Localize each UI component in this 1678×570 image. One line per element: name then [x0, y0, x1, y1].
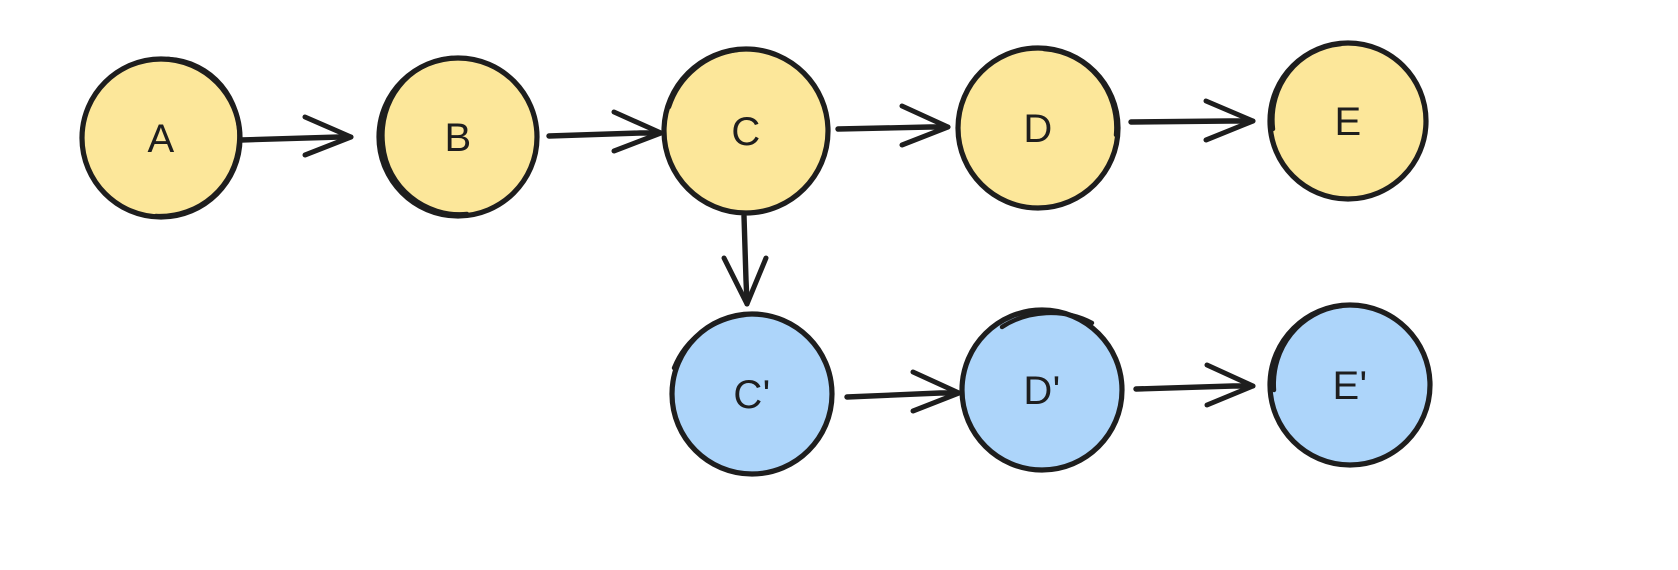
edge-b-to-c[interactable] [546, 109, 664, 154]
node-d-prime[interactable]: D' [959, 307, 1125, 473]
node-b[interactable]: B [376, 55, 540, 219]
edge-c-to-d[interactable] [835, 103, 951, 148]
node-d-sketch-stroke [1041, 46, 1119, 138]
node-b-sketch-stroke [380, 55, 470, 217]
edge-d-to-e[interactable] [1128, 98, 1256, 143]
node-c-prime-label: C' [733, 373, 770, 417]
node-c-label: C [731, 110, 760, 154]
node-e-prime[interactable]: E' [1267, 302, 1433, 468]
node-e[interactable]: E [1267, 40, 1429, 202]
node-d-prime-label: D' [1023, 369, 1060, 413]
edge-cprime-to-dprime[interactable] [844, 369, 962, 414]
nodes-layer: A B C D [79, 40, 1433, 477]
edge-c-to-cprime[interactable] [721, 213, 769, 307]
node-d[interactable]: D [955, 45, 1121, 211]
node-d-prime-sketch-stroke [999, 310, 1095, 330]
node-c[interactable]: C [661, 46, 831, 216]
edges-layer [238, 98, 1256, 414]
edge-dprime-to-eprime[interactable] [1133, 362, 1256, 408]
node-c-prime-sketch-stroke [671, 312, 748, 371]
node-e-label: E [1334, 100, 1361, 144]
node-e-prime-sketch-stroke [1271, 303, 1345, 393]
node-e-sketch-stroke [1270, 41, 1344, 132]
edge-a-to-b[interactable] [238, 114, 354, 158]
node-c-prime[interactable]: C' [669, 311, 835, 477]
node-b-label: B [444, 116, 471, 160]
node-a-sketch-stroke [153, 56, 242, 219]
node-c-sketch-stroke [666, 47, 741, 110]
node-e-prime-shape [1267, 302, 1433, 468]
node-a[interactable]: A [79, 56, 243, 220]
node-e-prime-label: E' [1332, 364, 1367, 408]
node-a-label: A [147, 117, 174, 161]
node-d-prime-shape [959, 307, 1125, 473]
node-d-label: D [1023, 107, 1052, 151]
